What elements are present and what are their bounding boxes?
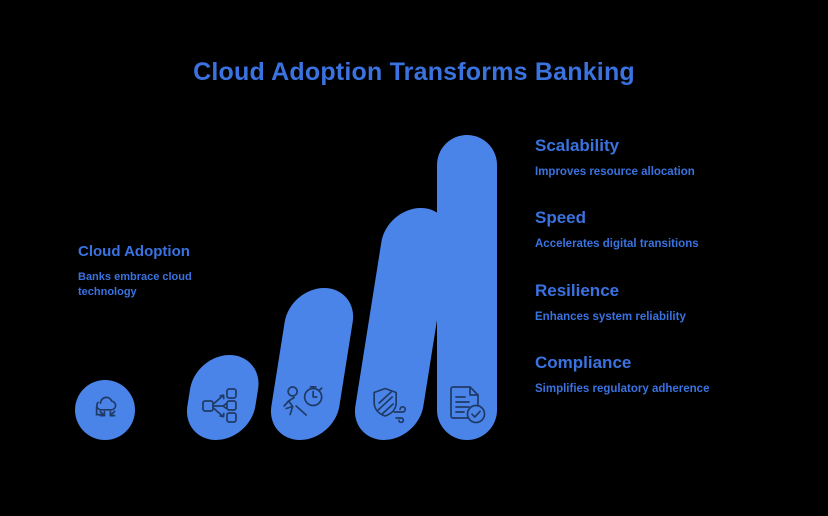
legend-item-title: Speed [535,208,587,228]
page-title: Cloud Adoption Transforms Banking [193,58,635,86]
bar-speed [266,288,359,440]
runner-stopwatch-icon [282,383,328,432]
cloud-adoption-badge [75,380,135,440]
bar-scalability [182,355,264,440]
bar-compliance [437,135,497,440]
document-check-icon [445,383,489,432]
legend-item-compliance: Compliance Simplifies regulatory adheren… [535,353,820,396]
legend-item-scalability: Scalability Improves resource allocation [535,136,820,179]
cloud-transfer-icon [87,391,123,430]
distribution-nodes-icon [199,385,243,432]
legend-item-title: Resilience [535,280,620,300]
intro-title: Cloud Adoption [78,243,190,260]
legend-item-subtitle: Enhances system reliability [535,310,686,323]
bar-resilience [350,208,455,440]
legend-item-subtitle: Accelerates digital transitions [535,238,699,251]
shield-wind-icon [366,383,412,432]
legend-item-speed: Speed Accelerates digital transitions [535,208,820,251]
legend-item-resilience: Resilience Enhances system reliability [535,281,820,324]
legend-item-subtitle: Improves resource allocation [535,165,695,178]
legend-item-title: Compliance [535,353,632,373]
intro-block: Cloud Adoption Banks embrace cloud techn… [78,243,243,300]
legend-item-subtitle: Simplifies regulatory adherence [535,383,710,395]
intro-subtitle: Banks embrace cloud technology [78,271,192,298]
legend: Scalability Improves resource allocation… [535,136,820,397]
legend-item-title: Scalability [535,136,620,155]
